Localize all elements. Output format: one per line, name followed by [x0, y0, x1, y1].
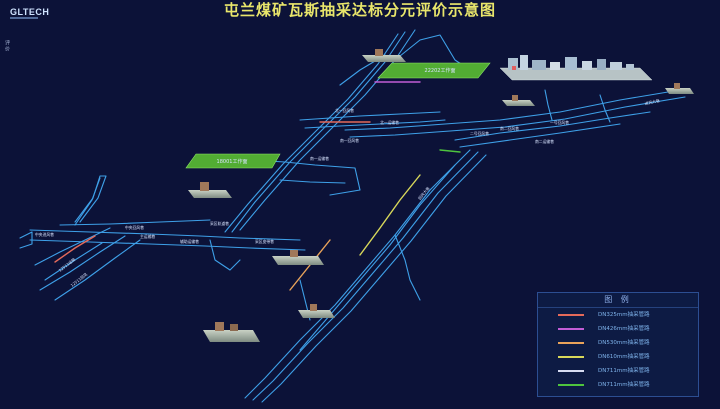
work-face-22202-label: 22202工作面 [425, 67, 456, 74]
tunnel-label: 采区轨道巷 [210, 221, 229, 226]
tunnel-west-3 [59, 219, 211, 226]
equipment-platform-7 [298, 304, 335, 318]
pipe-dn325-a [54, 235, 96, 263]
work-face-22202: 22202工作面 [377, 62, 491, 79]
legend-swatch [558, 370, 584, 372]
tunnel-east-v2 [599, 94, 611, 123]
tunnel-trunk-3 [224, 33, 399, 233]
tunnel-east-v1 [544, 89, 553, 121]
tunnel-mid-3 [299, 111, 441, 121]
work-face-18001-label: 18001工作面 [217, 158, 248, 165]
tunnel-sw-4 [44, 242, 103, 281]
legend-label: DN711mm抽采管路 [598, 368, 650, 374]
legend-label: DN426mm抽采管路 [598, 326, 650, 332]
legend-title: 图 例 [538, 293, 698, 308]
tunnel-label: 南一回风巷 [340, 138, 359, 143]
tunnel-diag-4 [299, 164, 456, 351]
equipment-platform-1 [362, 49, 406, 62]
pipe-dn711 [439, 149, 461, 153]
legend-item: DN610mm抽采管路 [538, 350, 698, 364]
tunnel-east-4 [459, 123, 621, 148]
tunnel-label: 中央回风巷 [125, 225, 144, 230]
tunnel-diag-2 [252, 151, 479, 401]
tunnel-sw-3 [54, 239, 141, 301]
legend-label: DN711mm抽采管路 [598, 382, 650, 388]
equipment-platform-2 [502, 95, 535, 106]
tunnel-east-1 [344, 89, 681, 131]
tunnel-se-3 [209, 239, 241, 271]
tunnel-label: 主运输巷 [140, 234, 155, 239]
legend-swatch [558, 356, 584, 358]
tunnel-sw-1 [34, 227, 111, 266]
gas-pipes [54, 81, 461, 291]
legend-list: DN325mm抽采管路 DN426mm抽采管路 DN530mm抽采管路 DN61… [538, 308, 698, 392]
tunnel-label: 进风大巷 [644, 98, 660, 106]
tunnel-labels: 北一回风巷 北一运输巷 南一回风巷 南一运输巷 南二回风巷 南二运输巷 一号回风… [35, 98, 660, 288]
legend-item: DN530mm抽采管路 [538, 336, 698, 350]
legend-label: DN530mm抽采管路 [598, 340, 650, 346]
tunnel-diag-3 [261, 154, 487, 403]
tunnel-west-1 [29, 229, 301, 241]
tunnel-mid-2 [279, 179, 346, 184]
equipment-platform-4 [188, 182, 232, 198]
tunnel-east-3 [454, 111, 651, 141]
legend-item: DN426mm抽采管路 [538, 322, 698, 336]
tunnel-west-2 [29, 239, 306, 251]
logo-underline [10, 17, 38, 19]
tunnel-label: 南二回风巷 [500, 126, 519, 131]
pipe-dn610 [359, 174, 421, 256]
tunnel-nw-2 [74, 175, 107, 223]
tunnel-mid-1 [249, 159, 361, 196]
legend-panel: 图 例 DN325mm抽采管路 DN426mm抽采管路 DN530mm抽采管路 … [537, 292, 699, 397]
page-title: 屯兰煤矿瓦斯抽采达标分元评价示意图 [223, 1, 496, 19]
tunnel-label: 北一回风巷 [335, 108, 354, 113]
tunnel-se-1 [394, 234, 421, 301]
tunnel-diag-1 [244, 149, 471, 399]
tunnel-label: 辅助运输巷 [180, 239, 199, 244]
legend-item: DN711mm抽采管路 [538, 378, 698, 392]
tunnel-sw-2 [39, 235, 126, 291]
tunnel-label: 中央进风巷 [35, 232, 54, 237]
tunnel-label: 二号回风巷 [470, 131, 489, 136]
tunnel-label: 南一运输巷 [310, 156, 329, 161]
legend-swatch [558, 342, 584, 344]
equipment-platform-6 [203, 322, 260, 342]
legend-swatch [558, 314, 584, 316]
work-face-18001: 18001工作面 [185, 153, 281, 169]
tunnel-mid-4 [304, 119, 446, 129]
legend-label: DN325mm抽采管路 [598, 312, 650, 318]
app-logo: GLTECH [10, 7, 50, 17]
tunnel-nw-1 [74, 177, 101, 226]
equipment-platform-5 [272, 250, 324, 265]
tunnel-lines [19, 29, 686, 403]
legend-swatch [558, 328, 584, 330]
tunnel-east-2 [349, 96, 686, 138]
legend-item: DN711mm抽采管路 [538, 364, 698, 378]
tunnel-label: 采区皮带巷 [255, 239, 274, 244]
legend-item: DN325mm抽采管路 [538, 308, 698, 322]
tunnel-stub-1 [19, 231, 33, 249]
equipment-platform-3 [665, 83, 694, 94]
tunnel-label: 北一运输巷 [380, 120, 399, 125]
legend-label: DN610mm抽采管路 [598, 354, 650, 360]
surface-facility [499, 55, 653, 81]
side-label: 评价 [4, 40, 10, 52]
tunnel-label: 一号回风巷 [550, 120, 569, 125]
tunnel-label: 南二运输巷 [535, 139, 554, 144]
legend-swatch [558, 384, 584, 386]
